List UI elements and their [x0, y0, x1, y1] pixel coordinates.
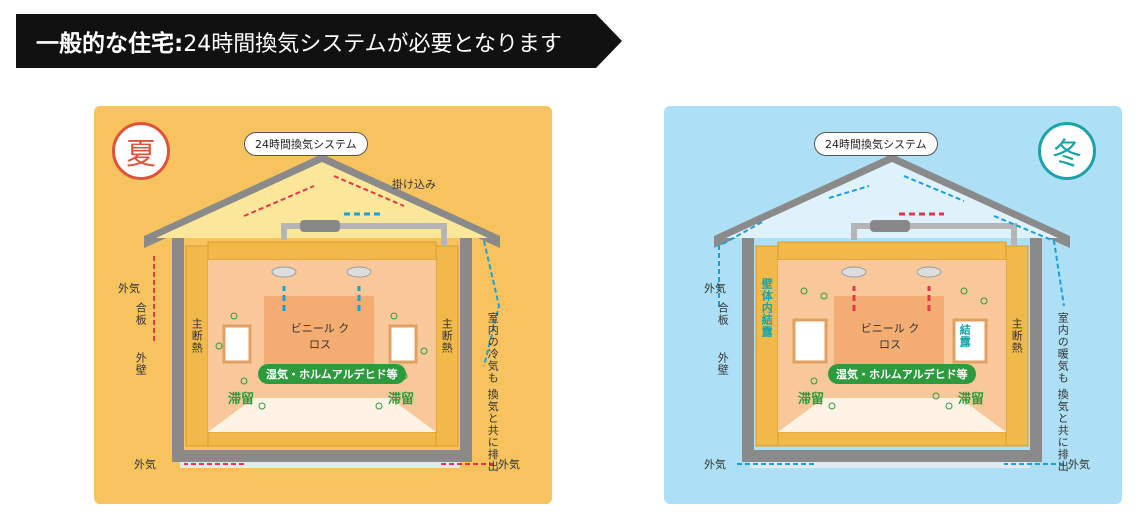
summer-panel: 夏 24時間換気システム 掛け込み 外気 合板 外壁 主断熱 主断熱 ビニール … [94, 106, 552, 504]
winter-system-label: 24時間換気システム [814, 132, 938, 156]
winter-wall-condensation: 壁体内結露 [760, 278, 774, 338]
winter-outer-air-bottom-left: 外気 [704, 458, 726, 471]
summer-stay-right: 滞留 [388, 392, 415, 407]
summer-stay-left: 滞留 [228, 392, 255, 407]
winter-insulation-right: 主断熱 [1010, 318, 1024, 354]
summer-exhaust-note: 室内の冷気も 換気と共に排出 [486, 312, 500, 473]
banner-text: 一般的な住宅:24時間換気システムが必要となります [36, 24, 562, 58]
winter-panel: 冬 24時間換気システム 壁体内結露 結露 外気 合板 外壁 主断熱 ビニール … [664, 106, 1122, 504]
winter-stay-left: 滞留 [798, 392, 825, 407]
winter-season-icon: 冬 [1038, 122, 1096, 180]
summer-chemicals-label: 湿気・ホルムアルデヒド等 [258, 364, 406, 384]
winter-window-condensation: 結露 [958, 324, 972, 348]
banner: 一般的な住宅:24時間換気システムが必要となります [16, 14, 622, 68]
summer-season-icon: 夏 [112, 122, 170, 180]
summer-outer-air-bottom-right: 外気 [498, 458, 520, 471]
summer-gap-label: 掛け込み [392, 178, 436, 191]
winter-outer-air-bottom-right: 外気 [1068, 458, 1090, 471]
summer-house-diagram [144, 154, 501, 468]
winter-stay-right: 滞留 [958, 392, 985, 407]
banner-rest: 24時間換気システムが必要となります [183, 32, 562, 57]
winter-outer-wall: 外壁 [716, 352, 730, 376]
summer-system-label: 24時間換気システム [244, 132, 368, 156]
summer-outer-air-bottom-left: 外気 [134, 458, 156, 471]
winter-exhaust-note: 室内の暖気も 換気と共に排出 [1056, 312, 1070, 473]
banner-bold: 一般的な住宅: [36, 31, 184, 57]
summer-plywood: 合板 [134, 302, 148, 326]
summer-insulation-right: 主断熱 [440, 318, 454, 354]
summer-outer-air-left: 外気 [118, 282, 140, 295]
winter-chemicals-label: 湿気・ホルムアルデヒド等 [828, 364, 976, 384]
winter-cloth-label: ビニール クロス [860, 322, 920, 351]
banner-arrow-shape [16, 14, 622, 68]
summer-insulation-left: 主断熱 [190, 318, 204, 354]
winter-house-diagram [714, 154, 1070, 468]
summer-cloth-label: ビニール クロス [290, 322, 350, 351]
winter-outer-air-left: 外気 [704, 282, 726, 295]
summer-outer-wall: 外壁 [134, 352, 148, 376]
winter-plywood: 合板 [716, 302, 730, 326]
